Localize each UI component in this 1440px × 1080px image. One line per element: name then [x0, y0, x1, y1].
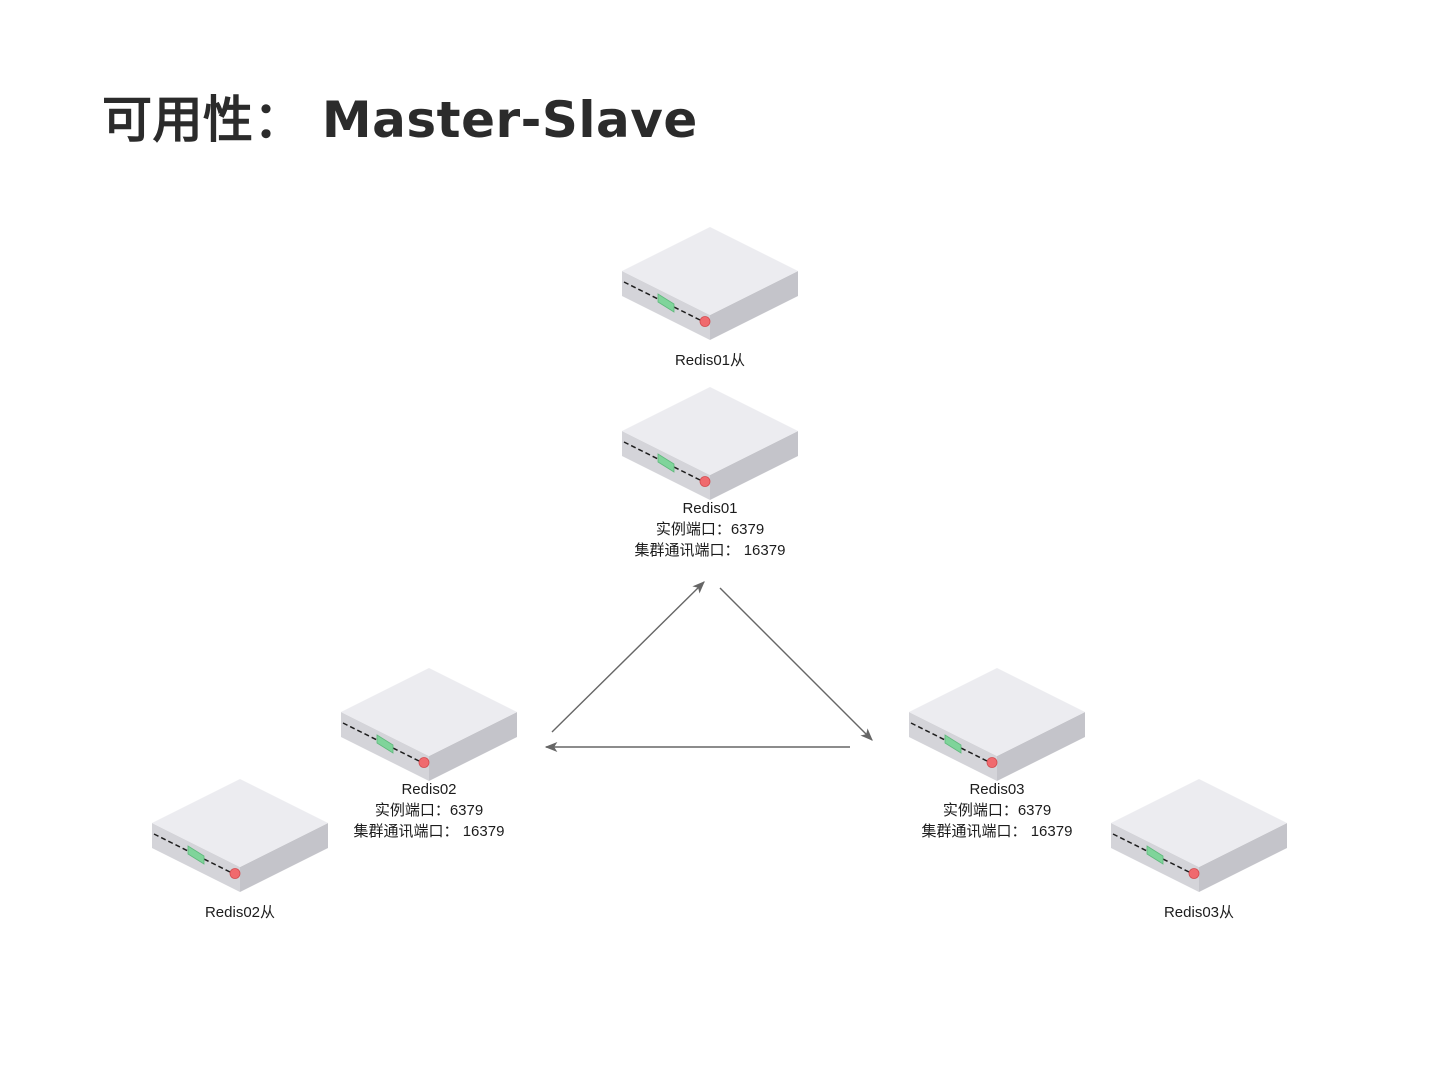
node-port-info: 集群通讯端口： 16379	[354, 823, 505, 840]
node-name: Redis01	[682, 500, 737, 517]
edge-redis01-to-redis03	[719, 587, 873, 741]
node-port-info: 实例端口：6379	[656, 521, 764, 538]
node-redis03-slave: Redis03从	[1111, 779, 1287, 921]
node-name: Redis01从	[675, 352, 745, 369]
node-name: Redis02从	[205, 904, 275, 921]
node-name: Redis03从	[1164, 904, 1234, 921]
node-port-info: 实例端口：6379	[943, 802, 1051, 819]
status-led-green	[1146, 845, 1164, 865]
node-redis01: Redis01 实例端口：6379 集群通讯端口： 16379	[622, 387, 798, 559]
node-port-info: 集群通讯端口： 16379	[635, 542, 786, 559]
node-redis01-slave: Redis01从	[622, 227, 798, 369]
server-icon	[622, 227, 798, 340]
status-led-red	[699, 316, 711, 327]
server-icon	[1111, 779, 1287, 892]
server-icon	[341, 668, 517, 781]
status-led-red	[699, 476, 711, 487]
status-led-green	[376, 734, 394, 754]
node-redis02: Redis02 实例端口：6379 集群通讯端口： 16379	[341, 668, 517, 840]
page-title: 可用性： Master-Slave	[102, 91, 698, 149]
status-led-green	[657, 453, 675, 473]
status-led-red	[1188, 868, 1200, 879]
status-led-green	[187, 845, 205, 865]
node-port-info: 实例端口：6379	[375, 802, 483, 819]
node-name: Redis03	[969, 781, 1024, 798]
server-icon	[622, 387, 798, 500]
node-redis02-slave: Redis02从	[152, 779, 328, 921]
server-icon	[909, 668, 1085, 781]
edge-redis02-to-redis01	[551, 581, 705, 733]
node-port-info: 集群通讯端口： 16379	[922, 823, 1073, 840]
node-redis03: Redis03 实例端口：6379 集群通讯端口： 16379	[909, 668, 1085, 840]
status-led-green	[944, 734, 962, 754]
node-name: Redis02	[401, 781, 456, 798]
status-led-red	[229, 868, 241, 879]
replication-edges	[544, 581, 873, 753]
status-led-green	[657, 293, 675, 313]
status-led-red	[986, 757, 998, 768]
server-icon	[152, 779, 328, 892]
status-led-red	[418, 757, 430, 768]
